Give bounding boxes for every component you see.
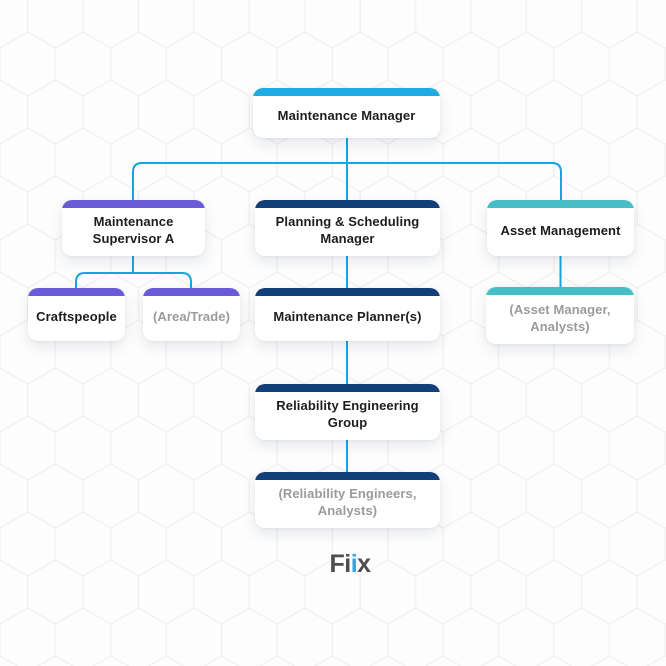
accent-bar [255, 472, 440, 480]
node-label: Maintenance Manager [277, 107, 416, 123]
org-node-maintenance-manager: Maintenance Manager [253, 88, 440, 138]
org-node-planning-scheduling-manager: Planning & Scheduling Manager [255, 200, 440, 256]
connector-supervisor-rail [75, 272, 192, 289]
accent-bar [62, 200, 205, 208]
accent-bar [253, 88, 440, 96]
org-node-reliability-engineers-analysts: (Reliability Engineers, Analysts) [255, 472, 440, 528]
fiix-logo-letter: x [357, 550, 371, 578]
fiix-logo-letter: i [344, 550, 351, 578]
org-node-craftspeople: Craftspeople [28, 288, 125, 341]
node-label: Maintenance Supervisor A [92, 214, 175, 246]
node-label: (Area/Trade) [152, 309, 231, 325]
fiix-logo-letter-blue: i [350, 550, 358, 578]
org-node-maintenance-supervisor-a: Maintenance Supervisor A [62, 200, 205, 256]
org-node-maintenance-planners: Maintenance Planner(s) [255, 288, 440, 341]
accent-bar [487, 200, 634, 208]
org-node-asset-manager-analysts: (Asset Manager, Analysts) [486, 287, 634, 344]
node-label: Planning & Scheduling Manager [275, 214, 420, 246]
org-node-area-trade: (Area/Trade) [143, 288, 240, 341]
node-label: Craftspeople [36, 309, 117, 325]
node-label: Reliability Engineering Group [276, 398, 419, 430]
node-label: (Asset Manager, Analysts) [509, 301, 611, 334]
node-label: Maintenance Planner(s) [273, 309, 422, 325]
org-node-asset-management: Asset Management [487, 200, 634, 256]
fiix-logo-letter: F [329, 550, 345, 578]
accent-bar [486, 287, 634, 295]
accent-bar [255, 384, 440, 392]
node-label: (Reliability Engineers, Analysts) [278, 486, 417, 518]
connector-level1-rail [132, 162, 562, 201]
accent-bar [255, 200, 440, 208]
accent-bar [143, 288, 240, 296]
fiix-logo: Fiix [318, 550, 382, 579]
accent-bar [28, 288, 125, 296]
org-node-reliability-engineering-group: Reliability Engineering Group [255, 384, 440, 440]
accent-bar [255, 288, 440, 296]
node-label: Asset Management [500, 222, 621, 238]
